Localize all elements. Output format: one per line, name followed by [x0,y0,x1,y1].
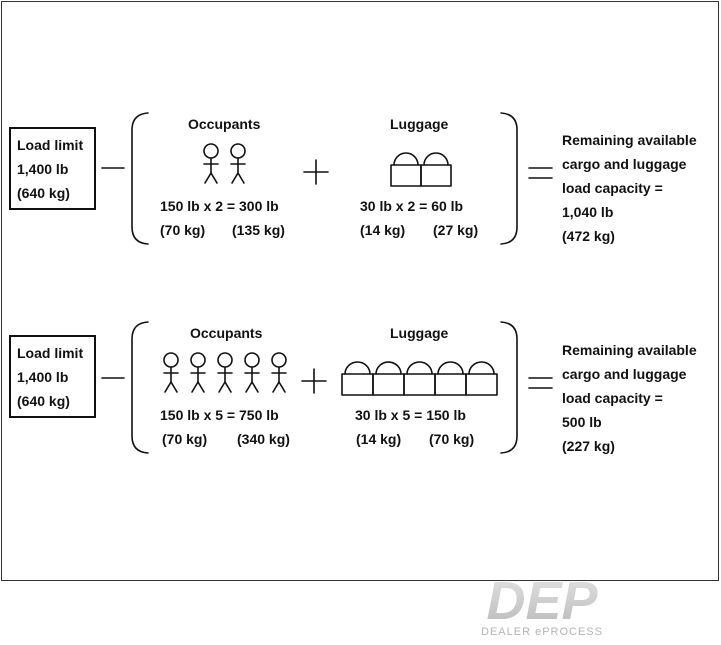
person-head [230,143,246,159]
luggage-handle [468,361,495,375]
occupants-formula: 150 lb x 5 = 750 lb [160,407,279,423]
person-icon [271,352,287,393]
occupants-heading: Occupants [188,116,261,132]
result-lb: 500 lb [562,414,602,430]
luggage-icon [341,361,374,396]
load-limit-lb: 1,400 lb [17,161,69,177]
left-paren [131,321,149,454]
load-limit-box: Load limit 1,400 lb (640 kg) [9,335,96,418]
luggage-formula: 30 lb x 2 = 60 lb [360,198,464,214]
person-head [190,352,206,368]
luggage-bag [372,373,405,396]
result-line-3: load capacity = [562,390,663,406]
left-paren [131,112,149,245]
occupants-formula: 150 lb x 2 = 300 lb [160,198,279,214]
luggage-handle [344,361,371,375]
luggage-bag [390,164,422,187]
person-icon [217,352,233,393]
person-icon [203,143,219,184]
luggage-handle [437,361,464,375]
person-head [203,143,219,159]
dealer-eprocess-logo: DEP DEALER ePROCESS [481,573,603,638]
luggage-total-kg: (70 kg) [429,431,475,447]
person-legs [231,172,245,184]
luggage-bag [341,373,374,396]
person-head [271,352,287,368]
load-limit-kg: (640 kg) [17,185,70,201]
luggage-icon [403,361,436,396]
load-limit-title: Load limit [17,137,84,153]
person-icon [244,352,260,393]
right-paren [500,112,518,245]
luggage-heading: Luggage [390,116,449,132]
person-head [217,352,233,368]
result-kg: (472 kg) [562,228,615,244]
load-limit-kg: (640 kg) [17,393,70,409]
result-line-2: cargo and luggage [562,156,687,172]
logo-mark: DEP [486,573,598,631]
person-legs [245,381,259,393]
result-line-1: Remaining available [562,342,697,358]
luggage-formula: 30 lb x 5 = 150 lb [355,407,466,423]
luggage-icon [420,152,452,187]
load-limit-title: Load limit [17,345,84,361]
luggage-total-kg: (27 kg) [433,222,479,238]
result-kg: (227 kg) [562,438,615,454]
luggage-handle [423,152,449,166]
luggage-unit-kg: (14 kg) [356,431,402,447]
luggage-icon [465,361,498,396]
result-line-2: cargo and luggage [562,366,687,382]
luggage-heading: Luggage [390,325,449,341]
luggage-icon [434,361,467,396]
person-legs [191,381,205,393]
logo-text: DEALER ePROCESS [481,626,603,638]
person-icon [230,143,246,184]
result-line-1: Remaining available [562,132,697,148]
right-paren [500,321,518,454]
person-icon [190,352,206,393]
load-limit-lb: 1,400 lb [17,369,69,385]
result-line-3: load capacity = [562,180,663,196]
occupants-total-kg: (340 kg) [237,431,290,447]
occupants-total-kg: (135 kg) [232,222,285,238]
luggage-bag [403,373,436,396]
person-legs [204,172,218,184]
luggage-bag [465,373,498,396]
luggage-bag [434,373,467,396]
load-limit-box: Load limit 1,400 lb (640 kg) [9,127,96,210]
diagram-frame [1,1,719,581]
person-legs [218,381,232,393]
luggage-handle [393,152,419,166]
luggage-handle [375,361,402,375]
occupants-heading: Occupants [190,325,263,341]
occupant-unit-kg: (70 kg) [162,431,208,447]
luggage-bag [420,164,452,187]
result-lb: 1,040 lb [562,204,614,220]
luggage-icon [372,361,405,396]
person-legs [164,381,178,393]
luggage-unit-kg: (14 kg) [360,222,406,238]
person-head [244,352,260,368]
luggage-icon [390,152,422,187]
occupant-unit-kg: (70 kg) [160,222,206,238]
person-head [163,352,179,368]
luggage-handle [406,361,433,375]
person-icon [163,352,179,393]
person-legs [272,381,286,393]
